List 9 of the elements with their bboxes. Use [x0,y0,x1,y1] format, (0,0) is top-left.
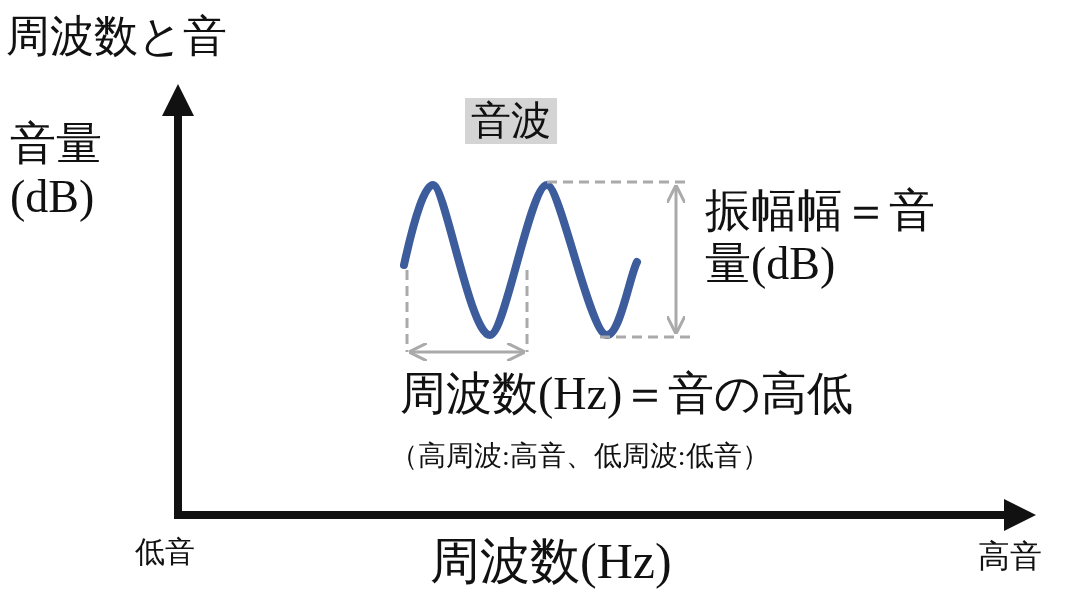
heading: 音波 [465,98,557,144]
axis-end-label: 高音 [978,538,1042,575]
axis-label: 音量 (dB) [10,118,103,224]
annotation: 周波数(Hz)＝音の高低 [400,368,854,421]
diagram-title: 周波数と音 [6,12,227,63]
axis-label: 周波数(Hz) [430,533,672,591]
note: （高周波:高音、低周波:低音） [390,440,770,473]
annotation: 振幅幅＝音量(dB) [705,185,936,291]
axis-end-label: 低音 [135,535,195,570]
